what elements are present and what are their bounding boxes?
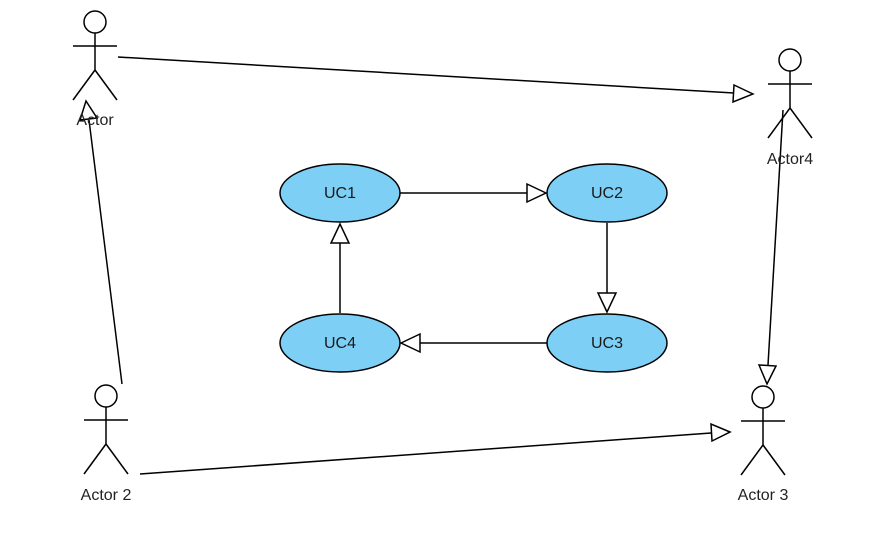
usecase-label: UC1: [324, 185, 356, 202]
stick-figure-icon: [767, 48, 813, 139]
usecase-label: UC4: [324, 335, 356, 352]
usecase-uc3[interactable]: UC3: [546, 313, 668, 373]
hollow-arrowhead-icon: [329, 222, 351, 244]
connectors: [78, 56, 784, 475]
actor-actor4[interactable]: Actor4: [767, 48, 813, 168]
actor-label: Actor4: [767, 151, 813, 168]
actor-actor[interactable]: Actor: [72, 10, 118, 129]
actor-label: Actor: [76, 112, 114, 129]
hollow-arrowhead-icon: [757, 364, 778, 386]
usecase-uc2[interactable]: UC2: [546, 163, 668, 223]
stick-figure-icon: [740, 385, 786, 476]
connector-uc1-to-uc2[interactable]: [400, 182, 548, 204]
connector-actor2-to-actor[interactable]: [78, 99, 123, 385]
actor-actor-3[interactable]: Actor 3: [738, 385, 789, 504]
stick-figure-icon: [72, 10, 118, 101]
usecase-uc1[interactable]: UC1: [279, 163, 401, 223]
connector-uc3-to-uc4[interactable]: [399, 332, 547, 354]
connector-actor-to-actor4[interactable]: [117, 56, 755, 104]
hollow-arrowhead-icon: [526, 182, 548, 204]
hollow-arrowhead-icon: [596, 292, 618, 314]
stick-figure-icon: [83, 384, 129, 475]
usecase-uc4[interactable]: UC4: [279, 313, 401, 373]
connector-actor2-to-actor3[interactable]: [139, 422, 732, 475]
actor-label: Actor 2: [81, 487, 132, 504]
hollow-arrowhead-icon: [399, 332, 421, 354]
connector-uc2-to-uc3[interactable]: [596, 223, 618, 314]
connector-actor4-to-actor3[interactable]: [757, 109, 784, 386]
usecase-label: UC3: [591, 335, 623, 352]
hollow-arrowhead-icon: [710, 422, 732, 443]
connector-uc4-to-uc1[interactable]: [329, 222, 351, 313]
hollow-arrowhead-icon: [78, 99, 99, 121]
actor-actor-2[interactable]: Actor 2: [81, 384, 132, 504]
actor-label: Actor 3: [738, 487, 789, 504]
usecase-label: UC2: [591, 185, 623, 202]
hollow-arrowhead-icon: [732, 83, 755, 104]
